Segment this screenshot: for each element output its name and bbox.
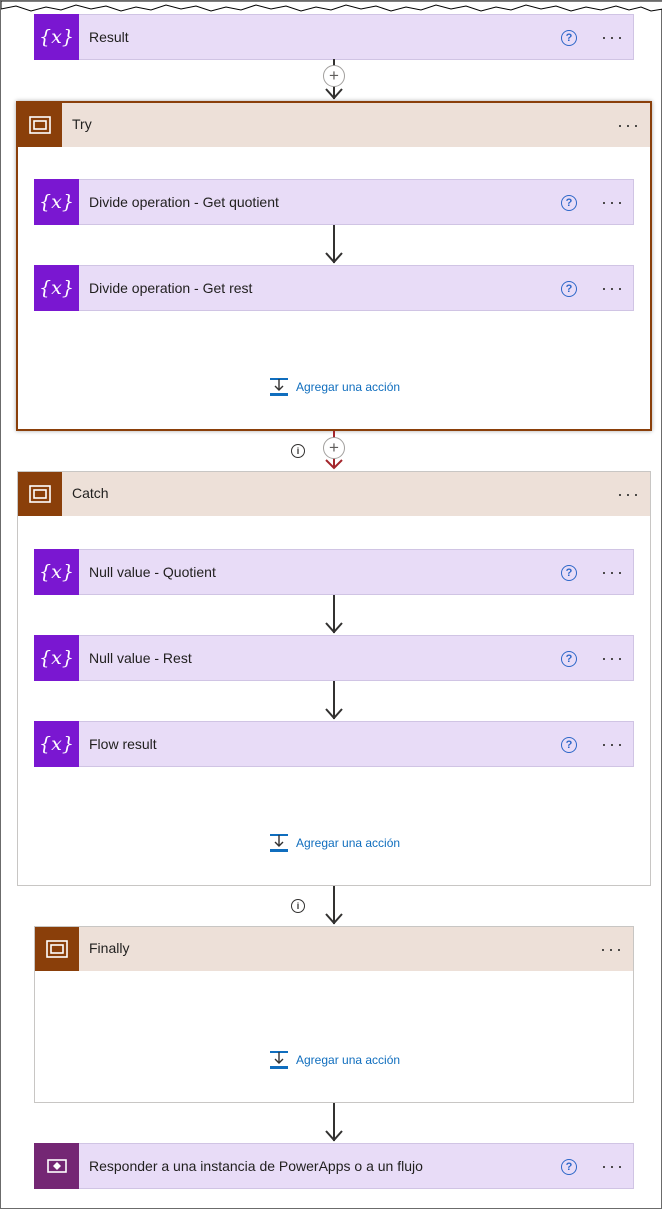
- help-icon[interactable]: ?: [561, 737, 577, 753]
- more-options-icon[interactable]: ···: [601, 278, 625, 298]
- more-options-icon[interactable]: ···: [617, 115, 641, 135]
- scope-icon: [18, 103, 62, 147]
- help-icon[interactable]: ?: [561, 651, 577, 667]
- insert-step-button[interactable]: +: [323, 437, 345, 459]
- connector-arrow: [325, 681, 343, 720]
- add-action-label[interactable]: Agregar una acción: [296, 380, 401, 394]
- add-action-label[interactable]: Agregar una acción: [296, 836, 401, 850]
- scope-catch[interactable]: Catch ··· {x} Null value - Quotient ? ··…: [17, 471, 651, 886]
- scope-title: Finally: [89, 940, 130, 956]
- info-icon[interactable]: i: [291, 899, 305, 913]
- scope-header[interactable]: Catch ···: [18, 472, 650, 516]
- variable-icon: {x}: [34, 179, 79, 225]
- action-card[interactable]: {x} Null value - Rest ? ···: [34, 635, 634, 681]
- action-title: Null value - Quotient: [89, 564, 216, 580]
- action-title: Flow result: [89, 736, 157, 752]
- scope-icon: [35, 927, 79, 971]
- powerapps-icon: [34, 1143, 79, 1189]
- variable-icon: {x}: [34, 721, 79, 767]
- action-card[interactable]: {x} Divide operation - Get quotient ? ··…: [34, 179, 634, 225]
- variable-icon: {x}: [34, 549, 79, 595]
- connector-arrow: [325, 225, 343, 264]
- help-icon[interactable]: ?: [561, 30, 577, 46]
- more-options-icon[interactable]: ···: [617, 484, 641, 504]
- insert-step-button[interactable]: +: [323, 65, 345, 87]
- help-icon[interactable]: ?: [561, 1159, 577, 1175]
- action-card[interactable]: {x} Null value - Quotient ? ···: [34, 549, 634, 595]
- info-icon[interactable]: i: [291, 444, 305, 458]
- scope-try[interactable]: Try ··· {x} Divide operation - Get quoti…: [16, 101, 652, 431]
- variable-icon: {x}: [34, 265, 79, 311]
- variable-icon: {x}: [34, 635, 79, 681]
- scope-finally[interactable]: Finally ··· Agregar una acción: [34, 926, 634, 1103]
- action-title: Divide operation - Get quotient: [89, 194, 279, 210]
- variable-icon: {x}: [34, 14, 79, 60]
- scope-title: Catch: [72, 485, 109, 501]
- connector-arrow: [325, 1103, 343, 1142]
- add-action-icon: [270, 834, 288, 852]
- more-options-icon[interactable]: ···: [601, 1156, 625, 1176]
- add-action-icon: [270, 1051, 288, 1069]
- scope-icon: [18, 472, 62, 516]
- more-options-icon[interactable]: ···: [601, 192, 625, 212]
- scope-header[interactable]: Try ···: [18, 103, 650, 147]
- more-options-icon[interactable]: ···: [601, 734, 625, 754]
- help-icon[interactable]: ?: [561, 565, 577, 581]
- torn-edge: [1, 1, 662, 12]
- add-action-button[interactable]: Agregar una acción: [269, 1049, 400, 1071]
- add-action-button[interactable]: Agregar una acción: [269, 376, 400, 398]
- action-title: Divide operation - Get rest: [89, 280, 253, 296]
- help-icon[interactable]: ?: [561, 281, 577, 297]
- more-options-icon[interactable]: ···: [600, 939, 624, 959]
- action-card[interactable]: {x} Divide operation - Get rest ? ···: [34, 265, 634, 311]
- add-action-button[interactable]: Agregar una acción: [269, 832, 400, 854]
- add-action-label[interactable]: Agregar una acción: [296, 1053, 401, 1067]
- more-options-icon[interactable]: ···: [601, 648, 625, 668]
- action-card-respond-powerapps[interactable]: Responder a una instancia de PowerApps o…: [34, 1143, 634, 1189]
- connector-arrow: [325, 886, 343, 925]
- more-options-icon[interactable]: ···: [601, 562, 625, 582]
- action-card[interactable]: {x} Flow result ? ···: [34, 721, 634, 767]
- action-card-result[interactable]: {x} Result ? ···: [34, 14, 634, 60]
- help-icon[interactable]: ?: [561, 195, 577, 211]
- scope-title: Try: [72, 116, 92, 132]
- add-action-icon: [270, 378, 288, 396]
- action-title: Responder a una instancia de PowerApps o…: [89, 1158, 423, 1174]
- more-options-icon[interactable]: ···: [601, 27, 625, 47]
- connector-arrow: [325, 595, 343, 634]
- action-title: Result: [89, 29, 129, 45]
- action-title: Null value - Rest: [89, 650, 192, 666]
- scope-header[interactable]: Finally ···: [35, 927, 633, 971]
